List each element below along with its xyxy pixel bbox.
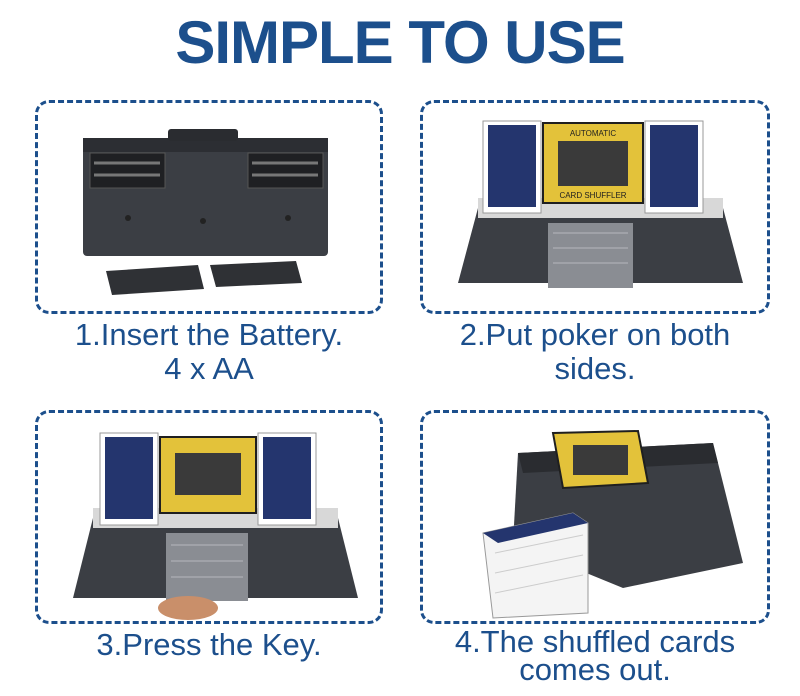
step-1-line-1: 1.Insert the Battery. [74, 317, 344, 352]
step-4-line-2: comes out. [519, 652, 671, 687]
step-3-image-frame [35, 410, 383, 624]
step-4-image-frame [420, 410, 770, 624]
step-2-image-frame: AUTOMATIC CARD SHUFFLER [420, 100, 770, 314]
step-1-line-2: 4 x AA [164, 351, 254, 386]
page-title: SIMPLE TO USE [175, 9, 625, 76]
battery-compartment-illustration [83, 129, 328, 295]
shuffler-with-cards-illustration: AUTOMATIC CARD SHUFFLER [458, 120, 743, 288]
step-2-caption: 2.Put poker on both sides. [420, 318, 770, 386]
device-bottom-label: CARD SHUFFLER [559, 191, 626, 200]
step-1-caption: 1.Insert the Battery. 4 x AA [35, 318, 383, 386]
device-top-label: AUTOMATIC [570, 129, 617, 138]
shuffled-cards-illustration [482, 429, 743, 619]
finger-icon [158, 596, 218, 620]
step-4-line-1: 4.The shuffled cards [454, 624, 736, 659]
step-2-line-2: sides. [554, 351, 636, 386]
step-3-caption: 3.Press the Key. [35, 628, 383, 662]
step-3-line-1: 3.Press the Key. [96, 627, 322, 662]
step-2-line-1: 2.Put poker on both [459, 317, 731, 352]
step-1-image-frame [35, 100, 383, 314]
press-key-illustration [73, 432, 358, 620]
step-4-caption: 4.The shuffled cards comes out. [420, 624, 770, 687]
